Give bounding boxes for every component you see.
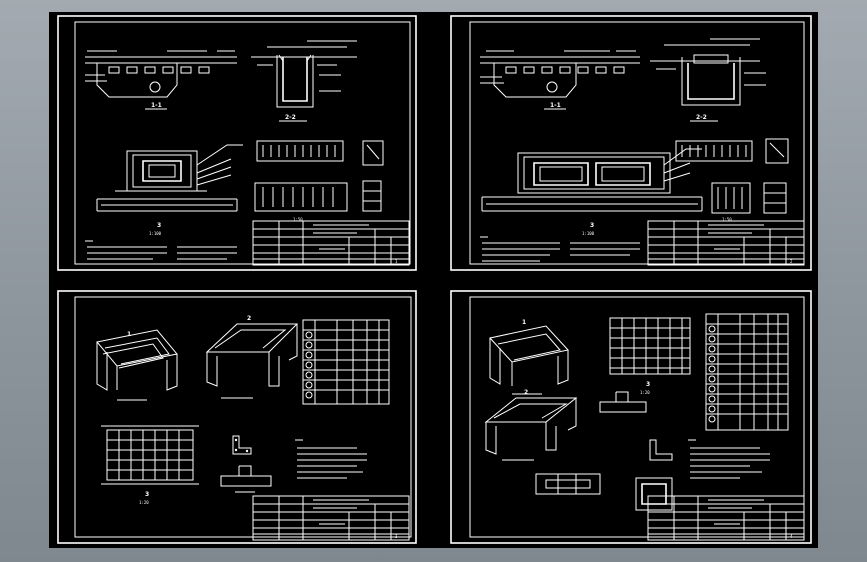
- section-2-2-drawing: 2-2: [251, 40, 357, 122]
- notes-block: [688, 439, 770, 479]
- grate-scale: 1:50: [293, 217, 303, 222]
- section-2-2-drawing: 2-2: [650, 38, 766, 122]
- section-1-1-drawing: 1-1: [85, 50, 237, 110]
- grate-detail-drawing: 1:50: [254, 140, 384, 222]
- section-details: [220, 435, 272, 493]
- detail-mark-3: 3: [157, 222, 161, 229]
- rebar-frame-iso-1: 1: [96, 329, 178, 401]
- grid-scale: 1:20: [640, 390, 650, 395]
- materials-table: [705, 313, 789, 431]
- sheet-number: 4: [790, 534, 793, 539]
- drawing-sheet-2[interactable]: 1-1 2-2 3 1:100: [450, 15, 812, 271]
- rebar-frame-iso-2: 2: [205, 315, 299, 399]
- title-block: 1: [252, 220, 410, 266]
- frame-mark-1: 1: [522, 319, 526, 326]
- materials-table: [302, 319, 390, 405]
- plan-scale: 1:100: [582, 231, 595, 236]
- rebar-grid-plan: 3 1:20: [101, 425, 199, 505]
- sheet-number: 3: [395, 534, 398, 539]
- drawing-sheet-3[interactable]: 1 2 3 1:20: [57, 290, 417, 544]
- rebar-frame-iso-1: 1: [489, 319, 569, 395]
- frame-mark-2: 2: [247, 315, 251, 322]
- drawing-canvas[interactable]: 1-1 2-2 3 1:100: [49, 12, 818, 548]
- section-mark-2-2: 2-2: [696, 114, 707, 121]
- detail-mark-3: 3: [590, 222, 594, 229]
- section-mark-1-1: 1-1: [550, 102, 561, 109]
- frame-mark-2: 2: [524, 389, 528, 396]
- drawing-sheet-4[interactable]: 1 2 3 1:20: [450, 290, 812, 544]
- plan-view-drawing: 3 1:100: [481, 148, 703, 236]
- notes-block: [480, 236, 640, 262]
- drawing-sheet-1[interactable]: 1-1 2-2 3 1:100: [57, 15, 417, 271]
- rebar-frame-iso-2: 2: [484, 389, 578, 461]
- section-mark-1-1: 1-1: [151, 102, 162, 109]
- sheet-number: 1: [395, 259, 398, 264]
- title-block: 2: [647, 220, 805, 266]
- grate-detail-drawing: 1:50: [675, 138, 789, 222]
- section-mark-2-2: 2-2: [285, 114, 296, 121]
- title-block: 4: [647, 495, 805, 541]
- grate-scale: 1:50: [722, 217, 732, 222]
- plan-view-drawing: 3 1:100: [96, 144, 243, 236]
- plan-scale: 1:100: [149, 231, 162, 236]
- sheet-number: 2: [790, 259, 793, 264]
- rebar-grid-plan: 3 1:20: [609, 317, 691, 395]
- frame-mark-1: 1: [127, 331, 131, 338]
- detail-mark-3: 3: [145, 491, 149, 498]
- notes-block: [295, 439, 367, 479]
- section-1-1-drawing: 1-1: [480, 50, 640, 110]
- detail-mark-3: 3: [646, 381, 650, 388]
- title-block: 3: [252, 495, 410, 541]
- grid-scale: 1:20: [139, 500, 149, 505]
- notes-block: [85, 240, 237, 260]
